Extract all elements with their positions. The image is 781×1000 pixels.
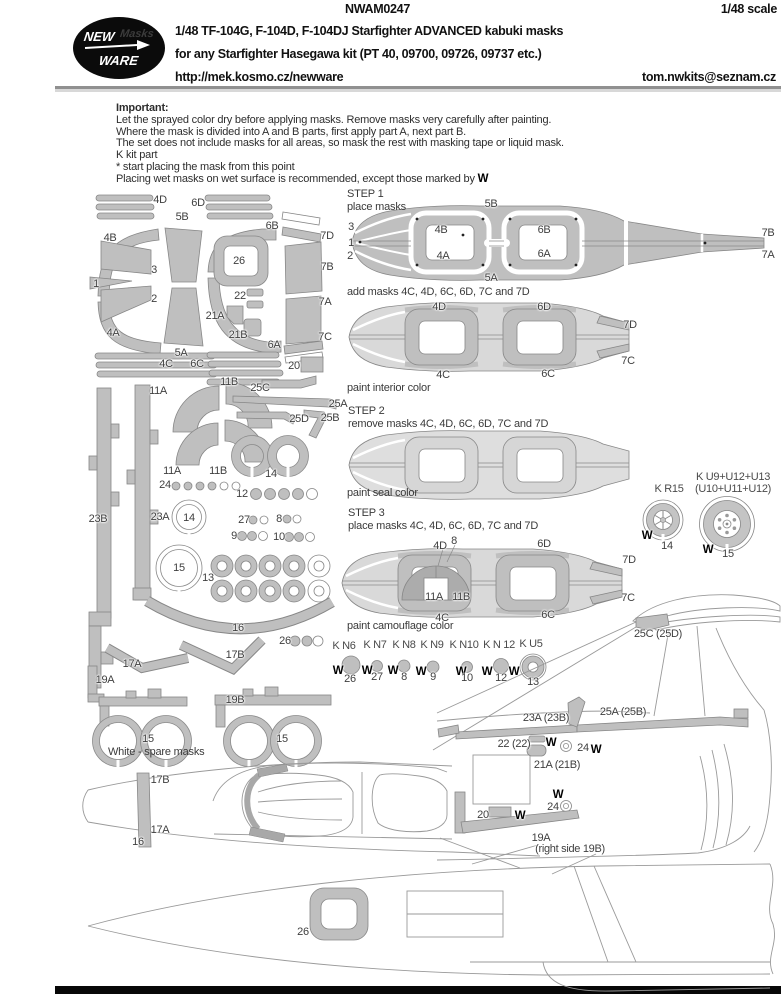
product-code: NWAM0247	[345, 2, 410, 16]
note-line: K kit part	[116, 149, 158, 162]
important-heading: Important:	[116, 102, 169, 114]
step2-subtitle: remove masks 4C, 4D, 6C, 6D, 7C and 7D	[348, 417, 549, 430]
note-line: Where the mask is divided into A and B p…	[116, 125, 467, 138]
mask-sheet	[87, 194, 338, 770]
newware-logo: NEW Masks WARE	[73, 17, 165, 79]
step1-block: STEP 1 place masks	[347, 188, 406, 213]
disc-masks-row	[341, 653, 547, 681]
canopy-diagram-step3	[341, 544, 623, 618]
plan-view-drawing	[87, 863, 775, 992]
title-line-1: 1/48 TF-104G, F-104D, F-104DJ Starfighte…	[175, 24, 564, 38]
logo-arrow-icon	[84, 40, 150, 50]
canopy-diagram-step2	[348, 430, 630, 500]
tail-drawing	[432, 594, 781, 875]
scale-label: 1/48 scale	[720, 2, 777, 16]
footer-bar	[55, 986, 781, 994]
logo-text-new: NEW	[82, 29, 116, 44]
paint-camouflage-note: paint camouflage color	[347, 620, 454, 632]
side-profile-drawing	[82, 761, 541, 857]
website-link[interactable]: http://mek.kosmo.cz/newware	[175, 70, 344, 84]
logo-text-ware: WARE	[97, 53, 140, 68]
paint-interior-note: paint interior color	[347, 382, 431, 394]
wheel-masks	[642, 496, 755, 552]
step1-subtitle: place masks	[347, 200, 406, 213]
paint-seal-note: paint seal color	[347, 487, 418, 499]
add-masks-note: add masks 4C, 4D, 6C, 6D, 7C and 7D	[347, 286, 530, 298]
note-line: The set does not include masks for all a…	[116, 137, 564, 150]
title-line-2: for any Starfighter Hasegawa kit (PT 40,…	[175, 47, 542, 61]
w-mark: W	[477, 172, 489, 185]
note-line: * start placing the mask from this point	[116, 160, 295, 173]
step1-title: STEP 1	[347, 188, 384, 200]
step3-block: STEP 3 place masks 4C, 4D, 6C, 6D, 7C an…	[348, 507, 538, 532]
step2-title: STEP 2	[348, 405, 385, 417]
note-line-wet: Placing wet masks on wet surface is reco…	[116, 172, 489, 185]
canopy-diagram-step1	[351, 205, 765, 281]
logo-text-masks: Masks	[119, 28, 155, 40]
step3-subtitle: place masks 4C, 4D, 6C, 6D, 7C and 7D	[348, 519, 539, 532]
note-line: Let the sprayed color dry before applyin…	[116, 113, 552, 126]
step2-block: STEP 2 remove masks 4C, 4D, 6C, 6D, 7C a…	[348, 405, 548, 430]
step3-title: STEP 3	[348, 507, 385, 519]
email-link[interactable]: tom.nwkits@seznam.cz	[641, 70, 776, 84]
important-notes: Important: Let the sprayed color dry bef…	[116, 102, 564, 186]
spare-masks-note: White - spare masks	[108, 746, 205, 758]
canopy-diagram-add-masks	[348, 302, 630, 372]
header-divider	[55, 86, 781, 92]
